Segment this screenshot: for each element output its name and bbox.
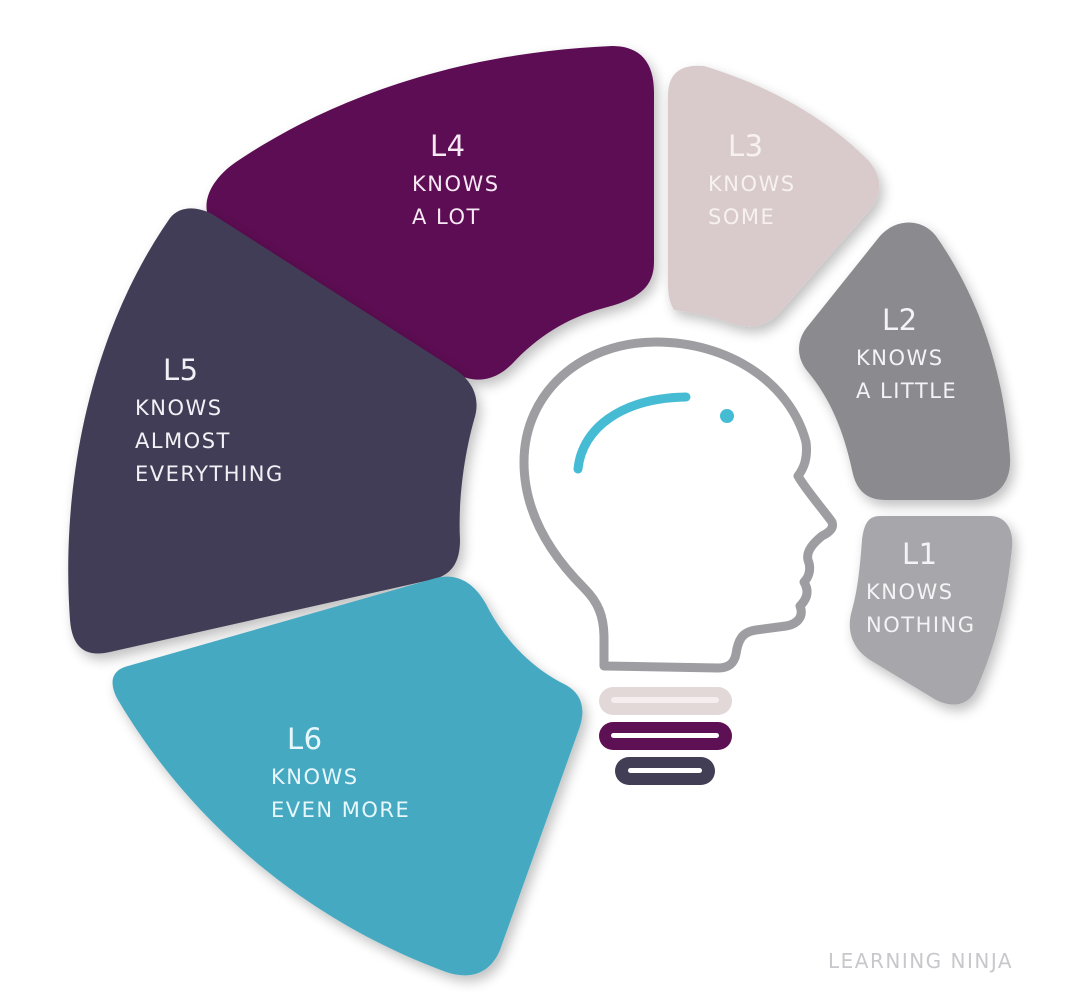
segment-l3-label: L3 KNOWS SOME	[708, 128, 796, 234]
head-outline	[519, 337, 837, 673]
lightbulb-head-icon	[519, 337, 837, 785]
level-description: KNOWS A LOT	[412, 172, 500, 229]
segment-l2-shape	[799, 222, 1011, 500]
base-band-3-highlight	[628, 768, 702, 773]
level-code: L1	[902, 537, 938, 571]
level-code: L4	[430, 129, 466, 163]
segment-l2-label: L2 KNOWS A LITTLE	[856, 302, 957, 408]
segment-l3-shape	[668, 65, 880, 327]
level-code: L3	[728, 129, 764, 163]
level-code: L5	[163, 353, 199, 387]
segment-l6-label: L6 KNOWS EVEN MORE	[271, 721, 410, 827]
segment-l6-shape	[112, 576, 583, 976]
segment-l5-shape	[68, 208, 477, 654]
bulb-shine-dot	[720, 409, 734, 423]
brand-watermark: LEARNING NINJA	[828, 949, 1014, 973]
segment-l1-label: L1 KNOWS NOTHING	[866, 536, 976, 642]
segment-l5-label: L5 KNOWS ALMOST EVERYTHING	[135, 352, 284, 491]
level-description: KNOWS SOME	[708, 172, 796, 229]
level-code: L2	[882, 303, 918, 337]
base-band-2-highlight	[611, 733, 719, 738]
bulb-shine-arc	[573, 392, 691, 474]
segment-l4-shape	[206, 46, 654, 380]
segment-l4-label: L4 KNOWS A LOT	[412, 128, 500, 234]
level-code: L6	[287, 722, 323, 756]
level-description: KNOWS A LITTLE	[856, 346, 958, 403]
segment-l1-shape	[849, 516, 1013, 705]
level-description: KNOWS EVEN MORE	[271, 765, 411, 822]
base-band-1-highlight	[611, 697, 719, 703]
level-description: KNOWS ALMOST EVERYTHING	[135, 396, 284, 486]
level-description: KNOWS NOTHING	[866, 580, 976, 637]
